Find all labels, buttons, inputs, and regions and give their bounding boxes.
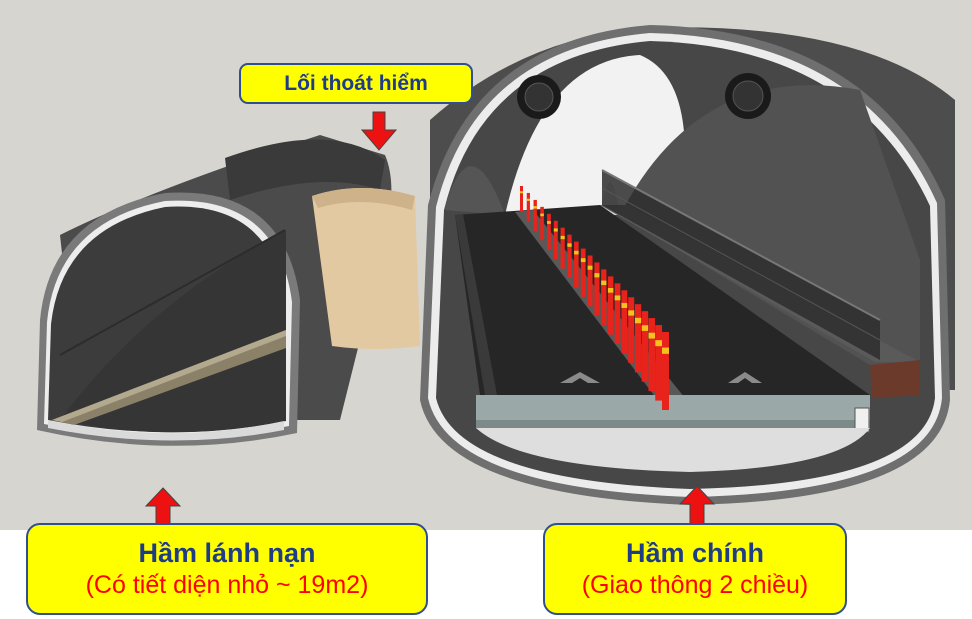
bollard-stripe (520, 191, 523, 194)
bollard (580, 248, 586, 297)
bollard (547, 213, 551, 250)
bollard-stripe (601, 280, 607, 286)
bollard (553, 220, 558, 260)
bollard (574, 241, 579, 288)
bollard-stripe (580, 258, 586, 263)
refuge-tunnel-title: Hầm lánh nạn (138, 538, 316, 568)
median-bollards (520, 186, 669, 410)
bollard (526, 192, 530, 222)
bollard-stripe (607, 288, 614, 293)
bollard-stripe (648, 332, 656, 339)
main-tunnel (420, 25, 955, 505)
bollard-stripe (655, 340, 663, 347)
bollard (628, 297, 635, 363)
bollard-stripe (587, 265, 593, 270)
exit-route-label: Lối thoát hiểm (284, 72, 428, 95)
refuge-tunnel-subtitle: (Có tiết diện nhỏ ~ 19m2) (85, 571, 369, 599)
bollard (533, 199, 537, 231)
bollard-stripe (540, 213, 544, 217)
bollard-stripe (533, 206, 537, 209)
bollard-stripe (628, 310, 635, 316)
bollard-stripe (526, 198, 530, 201)
bollard-stripe (621, 302, 628, 308)
road-slab (476, 395, 870, 420)
main-tunnel-subtitle: (Giao thông 2 chiều) (581, 571, 809, 599)
bollard-stripe (634, 317, 642, 324)
bollard-stripe (594, 273, 600, 278)
bollard (634, 304, 642, 373)
bollard (540, 206, 544, 241)
bollard (607, 276, 614, 335)
bollard-stripe (614, 295, 621, 301)
bollard-stripe (662, 347, 669, 354)
right-railing (601, 169, 881, 360)
bollard (594, 262, 600, 316)
bollard (662, 332, 669, 410)
bollard (648, 318, 656, 392)
refuge-tunnel-callout: Hầm lánh nạn (Có tiết diện nhỏ ~ 19m2) (26, 523, 428, 615)
bollard-stripe (641, 325, 649, 331)
exit-route-callout: Lối thoát hiểm (239, 63, 473, 104)
bollard-stripe (567, 243, 572, 247)
bollard (621, 290, 628, 354)
refuge-tunnel (37, 135, 392, 446)
bollard-stripe (560, 235, 565, 240)
exit-arrow (360, 111, 398, 151)
bollard (587, 255, 593, 307)
main-tunnel-callout: Hầm chính (Giao thông 2 chiều) (543, 523, 847, 615)
bollard-stripe (547, 220, 551, 224)
bollard (560, 227, 565, 269)
bollard (520, 186, 523, 212)
cross-passage (312, 188, 420, 349)
bollard (567, 234, 572, 278)
bollard (655, 325, 663, 401)
bollard-stripe (574, 250, 579, 255)
bollard (601, 269, 607, 326)
bollard (641, 311, 649, 382)
main-tunnel-title: Hầm chính (625, 538, 765, 568)
bollard-stripe (553, 228, 558, 232)
bollard (614, 283, 621, 344)
